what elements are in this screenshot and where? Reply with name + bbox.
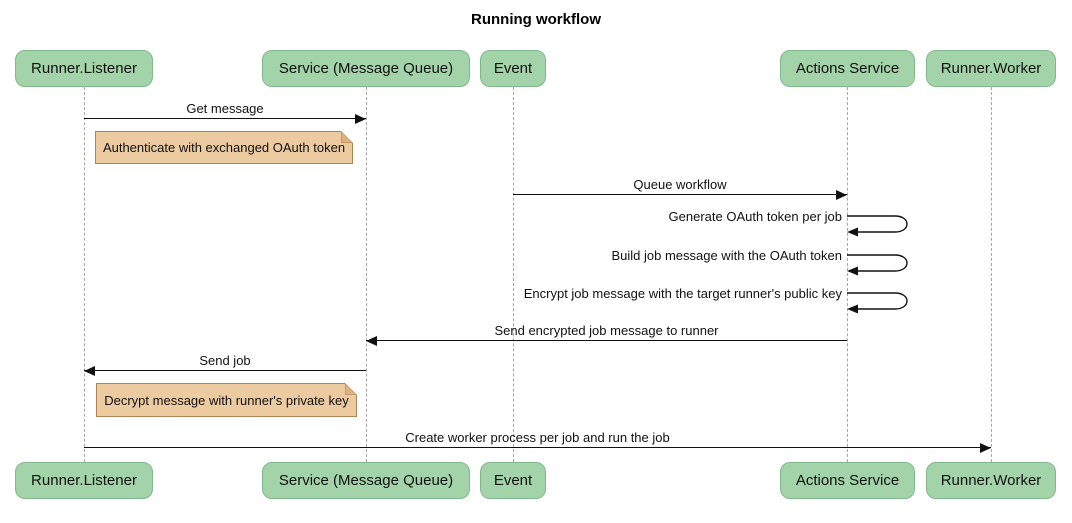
message-label-build-job-message: Build job message with the OAuth token xyxy=(611,248,842,263)
message-label-create-worker-process: Create worker process per job and run th… xyxy=(405,430,670,445)
note-fold-icon xyxy=(340,129,355,144)
self-loop-icon xyxy=(847,292,908,314)
actor-bottom-service-message-queue: Service (Message Queue) xyxy=(262,462,470,499)
actor-top-actions-service: Actions Service xyxy=(780,50,915,87)
lifeline-event xyxy=(513,87,514,462)
lifeline-actions-service xyxy=(847,87,848,462)
arrowhead-right-icon xyxy=(836,189,847,200)
message-label-send-encrypted-job-message: Send encrypted job message to runner xyxy=(494,323,719,338)
note-authenticate: Authenticate with exchanged OAuth token xyxy=(95,129,355,164)
message-line-send-job xyxy=(84,370,366,372)
lifeline-runner-listener xyxy=(84,87,85,462)
actor-bottom-runner-listener: Runner.Listener xyxy=(15,462,153,499)
lifeline-service-message-queue xyxy=(366,87,367,462)
note-decrypt: Decrypt message with runner's private ke… xyxy=(96,381,359,417)
note-text: Authenticate with exchanged OAuth token xyxy=(102,140,346,155)
arrowhead-right-icon xyxy=(980,442,991,453)
note-text: Decrypt message with runner's private ke… xyxy=(104,392,349,408)
message-line-create-worker-process xyxy=(84,447,991,449)
actor-bottom-actions-service: Actions Service xyxy=(780,462,915,499)
actor-top-event: Event xyxy=(480,50,546,87)
actor-top-service-message-queue: Service (Message Queue) xyxy=(262,50,470,87)
actor-top-runner-listener: Runner.Listener xyxy=(15,50,153,87)
message-label-send-job: Send job xyxy=(199,353,251,368)
actor-bottom-runner-worker: Runner.Worker xyxy=(926,462,1056,499)
message-label-encrypt-job-message: Encrypt job message with the target runn… xyxy=(523,286,842,301)
note-fold-icon xyxy=(344,381,359,396)
message-line-queue-workflow xyxy=(513,194,847,196)
message-line-send-encrypted-job-message xyxy=(366,340,847,342)
arrowhead-right-icon xyxy=(355,113,366,124)
actor-top-runner-worker: Runner.Worker xyxy=(926,50,1056,87)
arrowhead-left-icon xyxy=(84,365,95,376)
message-label-generate-oauth-token: Generate OAuth token per job xyxy=(668,209,842,224)
message-label-queue-workflow: Queue workflow xyxy=(633,177,727,192)
self-loop-icon xyxy=(847,215,908,237)
self-loop-icon xyxy=(847,254,908,276)
message-label-get-message: Get message xyxy=(186,101,264,116)
lifeline-runner-worker xyxy=(991,87,992,462)
message-line-get-message xyxy=(84,118,366,120)
diagram-title: Running workflow xyxy=(471,11,601,28)
actor-bottom-event: Event xyxy=(480,462,546,499)
arrowhead-left-icon xyxy=(366,335,377,346)
